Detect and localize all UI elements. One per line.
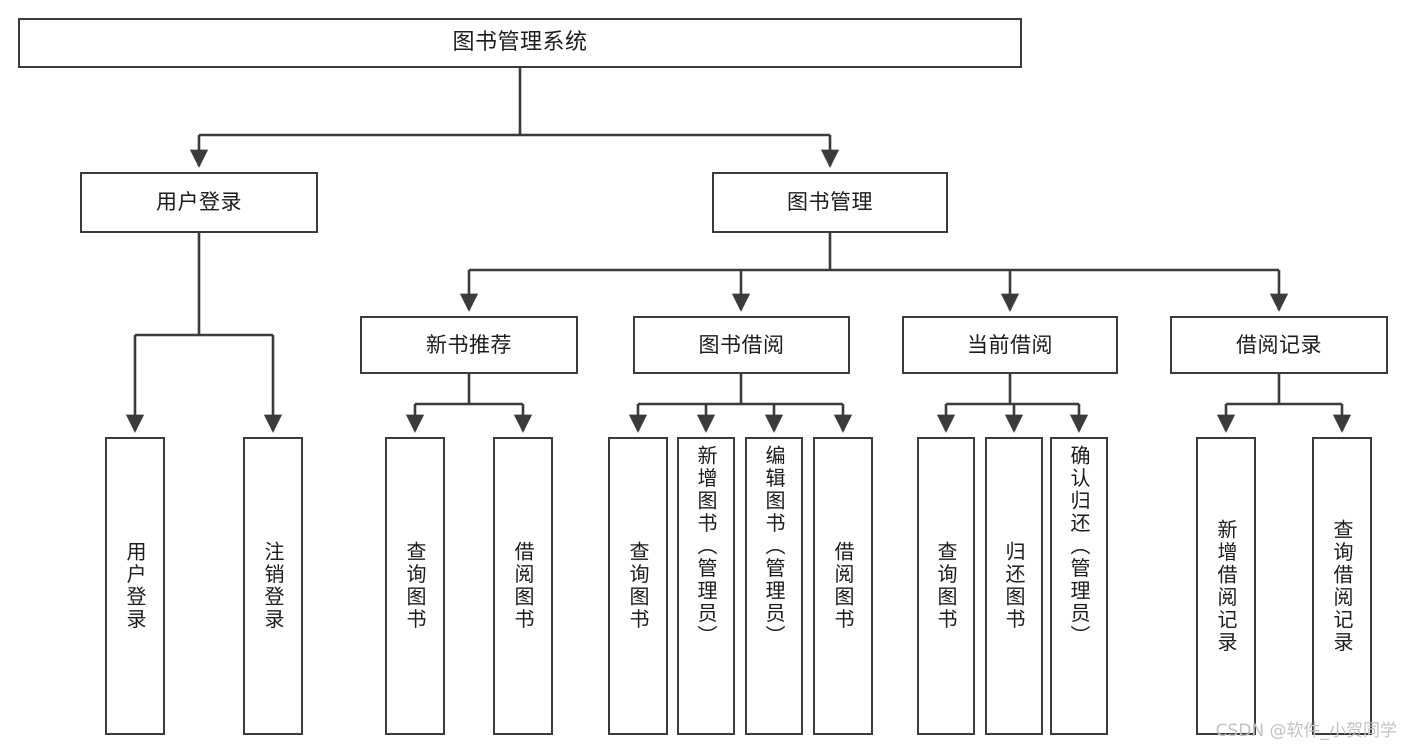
node-label: 查询图书 <box>934 541 958 631</box>
node-current-borrow[interactable]: 当前借阅 <box>902 316 1118 374</box>
node-new-book-recommend[interactable]: 新书推荐 <box>360 316 578 374</box>
node-label: 借阅图书 <box>511 541 535 631</box>
node-label: 归还图书 <box>1002 541 1026 631</box>
node-label: 图书借阅 <box>698 332 785 357</box>
leaf-book-borrow-add-book-admin[interactable]: 新增图书（管理员） <box>677 437 735 735</box>
leaf-borrow-record-add-record[interactable]: 新增借阅记录 <box>1196 437 1256 735</box>
node-label: 图书管理系统 <box>452 30 588 56</box>
node-label: 借阅图书 <box>831 541 855 631</box>
node-label: 新书推荐 <box>426 332 512 357</box>
leaf-current-borrow-query-book[interactable]: 查询图书 <box>917 437 975 735</box>
node-user-login[interactable]: 用户登录 <box>80 172 318 233</box>
node-label: 查询图书 <box>403 541 427 631</box>
leaf-new-book-borrow-book[interactable]: 借阅图书 <box>493 437 553 735</box>
node-label: 编辑图书（管理员） <box>762 445 786 648</box>
node-label: 确认归还（管理员） <box>1067 445 1091 648</box>
node-label: 新增图书（管理员） <box>694 445 718 648</box>
node-label: 查询借阅记录 <box>1330 518 1354 654</box>
leaf-current-borrow-confirm-return-admin[interactable]: 确认归还（管理员） <box>1050 437 1108 735</box>
node-label: 用户登录 <box>156 190 242 215</box>
node-label: 新增借阅记录 <box>1214 518 1238 654</box>
leaf-current-borrow-return-book[interactable]: 归还图书 <box>985 437 1043 735</box>
leaf-book-borrow-edit-book-admin[interactable]: 编辑图书（管理员） <box>745 437 803 735</box>
node-book-borrow[interactable]: 图书借阅 <box>633 316 850 374</box>
node-root-book-management-system[interactable]: 图书管理系统 <box>18 18 1022 68</box>
node-book-management[interactable]: 图书管理 <box>712 172 948 233</box>
node-label: 用户登录 <box>123 541 147 631</box>
leaf-book-borrow-query-book[interactable]: 查询图书 <box>608 437 668 735</box>
leaf-user-login-login[interactable]: 用户登录 <box>105 437 165 735</box>
leaf-user-login-logout[interactable]: 注销登录 <box>243 437 303 735</box>
node-label: 图书管理 <box>787 190 873 215</box>
node-label: 当前借阅 <box>967 332 1053 357</box>
node-label: 查询图书 <box>626 541 650 631</box>
leaf-borrow-record-query-record[interactable]: 查询借阅记录 <box>1312 437 1372 735</box>
node-borrow-record[interactable]: 借阅记录 <box>1170 316 1388 374</box>
csdn-watermark: CSDN @软件_小贺同学 <box>1215 721 1397 741</box>
leaf-book-borrow-borrow-book[interactable]: 借阅图书 <box>813 437 873 735</box>
node-label: 借阅记录 <box>1236 332 1322 357</box>
leaf-new-book-query-book[interactable]: 查询图书 <box>385 437 445 735</box>
node-label: 注销登录 <box>261 541 285 631</box>
